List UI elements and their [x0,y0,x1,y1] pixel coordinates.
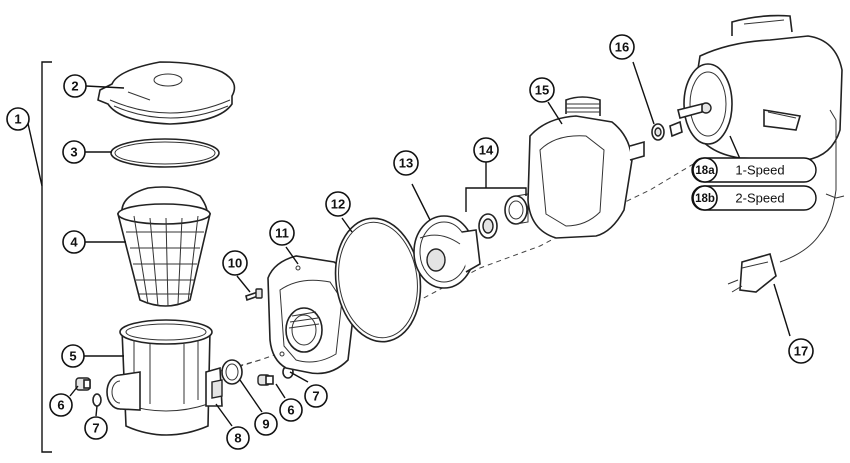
svg-text:7: 7 [92,421,99,436]
svg-text:12: 12 [331,197,345,212]
svg-text:1: 1 [14,112,21,127]
callout-13: 13 [393,150,419,176]
drain-plug-right [257,374,274,386]
callout-1: 1 [6,107,30,131]
drain-o-ring-left [92,393,102,407]
motor-option-1-speed: 18a 1-Speed [691,157,817,183]
svg-text:6: 6 [287,403,294,418]
svg-text:5: 5 [69,349,76,364]
svg-text:2-Speed: 2-Speed [735,191,784,206]
svg-text:11: 11 [275,226,289,241]
svg-text:17: 17 [794,344,808,359]
motor [677,14,843,161]
strainer-lid [97,61,236,125]
callout-5: 5 [61,344,85,368]
svg-text:13: 13 [399,156,413,171]
callout-15: 15 [529,77,555,103]
callout-9: 9 [254,412,278,436]
seal-plate [267,255,357,375]
drain-plug-left [75,377,91,391]
svg-text:6: 6 [57,398,64,413]
callout-2: 2 [63,74,87,98]
svg-text:14: 14 [479,143,494,158]
callout-14: 14 [473,137,499,163]
callout-7-right: 7 [304,384,328,408]
svg-text:8: 8 [234,431,241,446]
svg-text:18a: 18a [695,165,715,177]
callout-6-left: 6 [49,393,73,417]
motor-option-2-speed: 18b 2-Speed [691,185,817,211]
leader-lines [69,61,791,427]
svg-text:16: 16 [615,40,629,55]
strainer-basket [116,186,212,307]
impeller [413,215,481,289]
callout-16: 16 [609,34,635,60]
svg-text:18b: 18b [695,193,715,205]
callout-17: 17 [788,338,814,364]
callout-11: 11 [269,220,295,246]
shaft-seal [478,193,529,239]
callout-6-right: 6 [279,398,303,422]
svg-text:10: 10 [228,256,242,271]
svg-text:7: 7 [312,389,319,404]
svg-text:4: 4 [70,235,78,250]
svg-text:1-Speed: 1-Speed [735,163,784,178]
strainer-group-bracket [41,61,52,453]
svg-text:3: 3 [70,145,77,160]
strainer-housing [106,319,223,436]
callout-4: 4 [62,230,86,254]
callout-3: 3 [62,140,86,164]
callout-12: 12 [325,191,351,217]
callout-8: 8 [226,426,250,450]
svg-text:9: 9 [262,417,269,432]
svg-text:2: 2 [71,79,78,94]
svg-text:15: 15 [535,83,549,98]
housing-o-ring [221,359,243,385]
shaft-adapter [651,120,683,141]
mounting-screw [245,288,263,302]
callout-10: 10 [222,250,248,276]
pump-body [527,96,645,239]
power-cord [727,120,845,293]
callout-7-left: 7 [84,416,108,440]
lid-o-ring [110,138,220,168]
